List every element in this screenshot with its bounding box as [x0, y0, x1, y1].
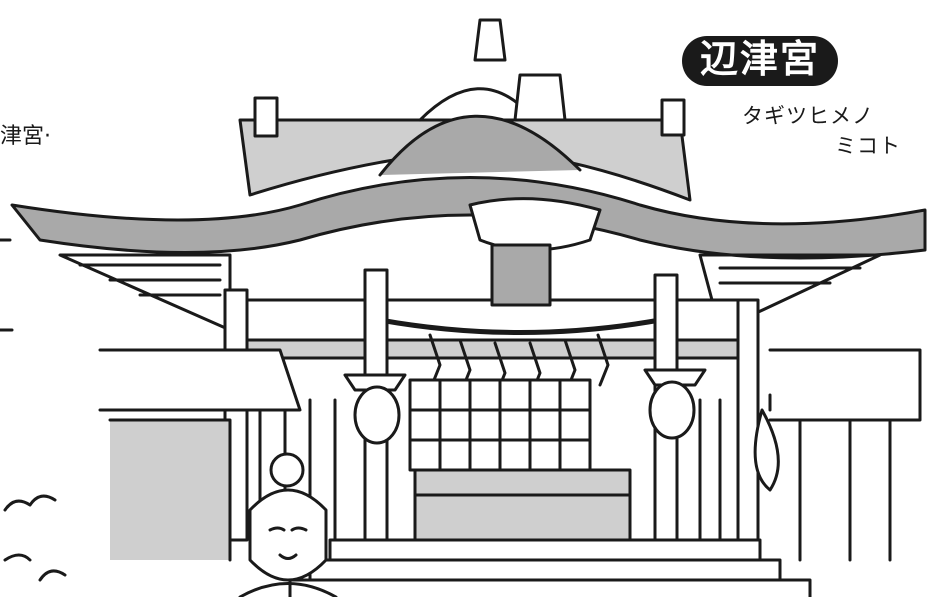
ridge-ornament: [473, 18, 507, 62]
offering-box: [413, 468, 632, 542]
left-lantern: [343, 373, 407, 392]
lower-roof: [10, 176, 927, 260]
figure-head: [248, 488, 328, 582]
deity-name-line-1: タギツヒメノ: [742, 104, 874, 128]
upper-roof-ridge: [378, 114, 582, 177]
figure-hair-top: [269, 452, 305, 488]
deity-name-line-2: ミコト: [835, 134, 901, 158]
shimenawa-rope: [377, 317, 663, 335]
side-caption: 津宮·: [0, 124, 51, 149]
gourd-sign: [753, 408, 780, 492]
shrine-title-badge: 辺津宮: [682, 36, 839, 86]
right-lantern: [643, 368, 707, 387]
